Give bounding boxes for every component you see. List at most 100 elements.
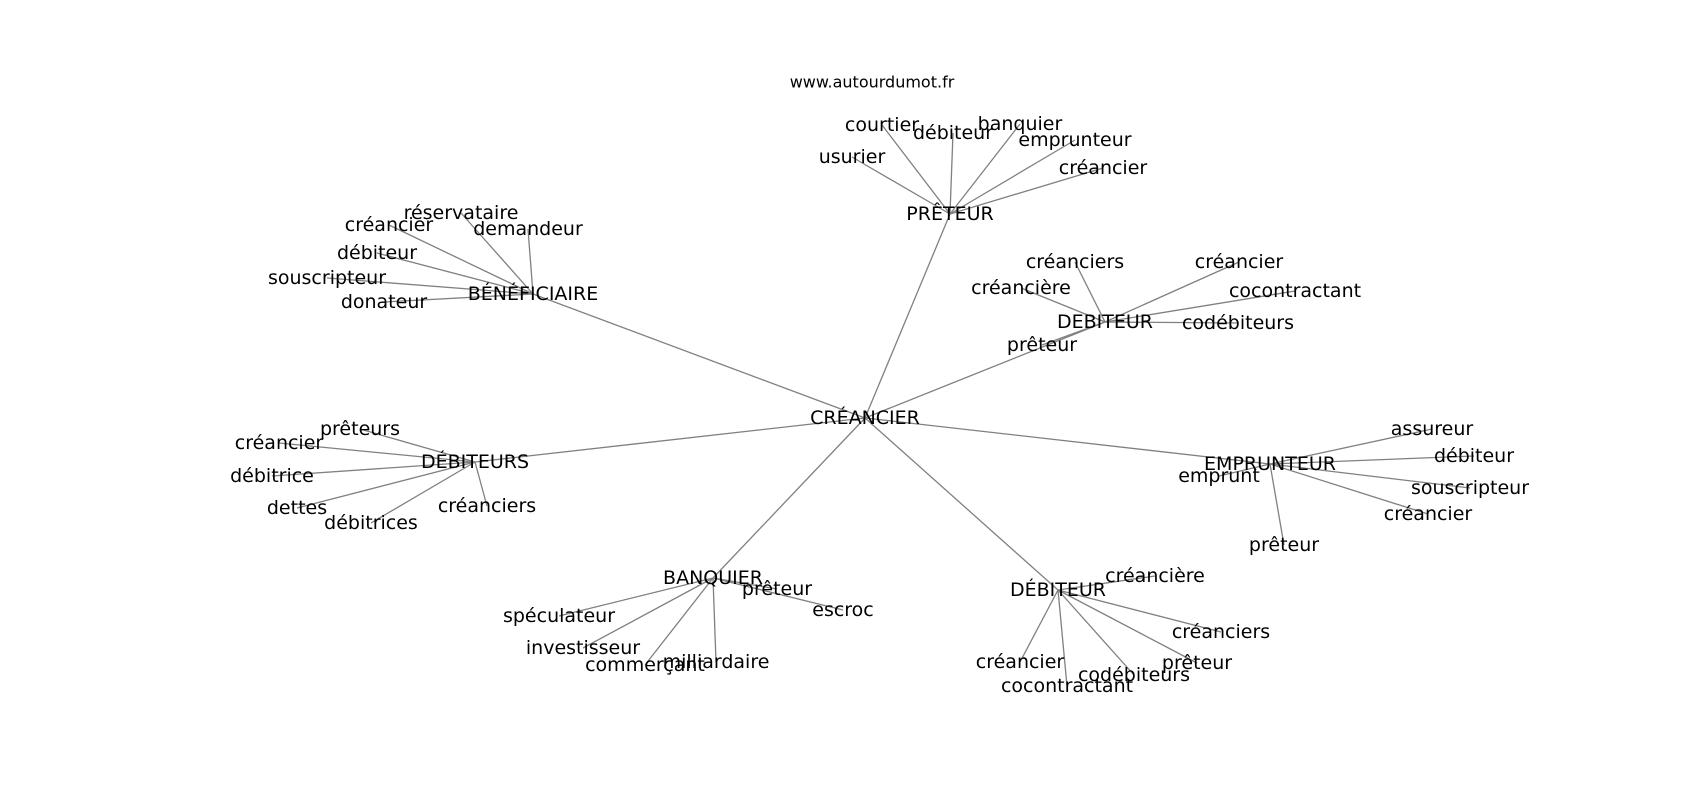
edge-beneficiaire-leaf-5: [383, 293, 534, 303]
edge-emprunteur-leaf-1: [1269, 455, 1475, 465]
edge-banquier-leaf-3: [582, 577, 714, 649]
edge-debiteur-b-leaf-1: [1057, 589, 1222, 633]
edge-beneficiaire-leaf-2: [527, 228, 534, 295]
leaf-word[interactable]: demandeur: [473, 218, 583, 240]
leaf-word[interactable]: créancière: [1105, 565, 1205, 587]
leaf-word[interactable]: prêteurs: [320, 418, 400, 440]
leaf-word[interactable]: créanciers: [438, 495, 536, 517]
leaf-word[interactable]: prêteur: [742, 578, 812, 600]
edge-center-banquier: [712, 417, 866, 579]
edge-center-beneficiaire: [532, 293, 866, 419]
hub-word-emprunteur[interactable]: EMPRUNTEUR: [1204, 453, 1336, 475]
edge-emprunteur-leaf-4: [1269, 463, 1429, 515]
leaf-word[interactable]: banquier: [978, 113, 1063, 135]
site-url[interactable]: www.autourdumot.fr: [790, 73, 955, 92]
edge-preteur-leaf-5: [949, 167, 1104, 215]
edge-debiteurs-leaf-5: [474, 461, 488, 507]
leaf-word[interactable]: créancier: [1384, 503, 1473, 525]
edge-center-preteur: [864, 213, 951, 419]
hub-word-banquier[interactable]: BANQUIER: [663, 567, 763, 589]
leaf-word[interactable]: milliardaire: [663, 651, 770, 673]
edge-banquier-leaf-4: [644, 577, 714, 666]
leaf-word[interactable]: cocontractant: [1001, 675, 1133, 697]
leaf-word[interactable]: créancier: [345, 214, 434, 236]
edge-debiteur-a-leaf-0: [1074, 261, 1106, 323]
leaf-word[interactable]: débitrices: [324, 512, 418, 534]
edge-debiteur-a-leaf-1: [1104, 261, 1240, 323]
edge-emprunteur-leaf-5: [1269, 463, 1285, 546]
leaf-word[interactable]: réservataire: [404, 202, 519, 224]
edge-debiteur-b-leaf-2: [1057, 589, 1198, 664]
leaf-word[interactable]: prêteur: [1007, 334, 1077, 356]
edge-debiteurs-leaf-0: [359, 428, 476, 463]
leaf-word[interactable]: créancier: [976, 651, 1065, 673]
leaf-word[interactable]: souscripteur: [268, 267, 386, 289]
edge-emprunteur-leaf-3: [1269, 463, 1471, 489]
center-word[interactable]: CRÉANCIER: [810, 406, 920, 429]
edge-debiteur-b-leaf-0: [1057, 575, 1156, 591]
leaf-word[interactable]: codébiteurs: [1182, 312, 1294, 334]
leaf-word[interactable]: cocontractant: [1229, 280, 1361, 302]
leaf-word[interactable]: débiteur: [337, 242, 417, 264]
edge-banquier-leaf-5: [712, 577, 717, 663]
edge-debiteurs-leaf-3: [296, 461, 476, 509]
leaf-word[interactable]: créancière: [971, 277, 1071, 299]
leaf-word[interactable]: emprunteur: [1018, 129, 1131, 151]
labels-layer: www.autourdumot.fr usuriercourtierdébite…: [230, 73, 1529, 698]
leaf-word[interactable]: souscripteur: [1411, 477, 1529, 499]
edge-beneficiaire-leaf-0: [460, 212, 534, 295]
hub-word-preteur[interactable]: PRÊTEUR: [906, 202, 993, 225]
edge-emprunteur-leaf-2: [1218, 463, 1271, 477]
leaf-word[interactable]: créanciers: [1026, 251, 1124, 273]
edge-preteur-leaf-2: [949, 132, 954, 215]
leaf-word[interactable]: prêteur: [1162, 652, 1232, 674]
edges-layer: [271, 123, 1475, 687]
edge-debiteur-a-leaf-5: [1041, 321, 1106, 346]
edge-center-emprunteur: [864, 417, 1271, 465]
edge-debiteur-a-leaf-4: [1104, 321, 1239, 324]
leaf-word[interactable]: débitrice: [230, 465, 314, 487]
leaf-word[interactable]: créancier: [1059, 157, 1148, 179]
edge-debiteur-b-leaf-3: [1019, 589, 1059, 663]
edge-debiteurs-leaf-4: [370, 461, 476, 524]
leaf-word[interactable]: escroc: [812, 599, 874, 621]
leaf-word[interactable]: spéculateur: [503, 605, 615, 627]
edge-beneficiaire-leaf-3: [376, 252, 534, 295]
hub-word-debiteur-b[interactable]: DÉBITEUR: [1010, 578, 1106, 601]
leaf-word[interactable]: créancier: [1195, 251, 1284, 273]
edge-debiteur-a-leaf-3: [1104, 290, 1296, 323]
leaf-word[interactable]: usurier: [819, 146, 886, 168]
hub-word-debiteur-a[interactable]: DEBITEUR: [1057, 311, 1153, 333]
edge-debiteur-b-leaf-4: [1057, 589, 1135, 676]
edge-center-debiteur-b: [864, 417, 1059, 591]
leaf-word[interactable]: créancier: [235, 432, 324, 454]
hub-word-debiteurs[interactable]: DÉBITEURS: [421, 450, 529, 473]
leaf-word[interactable]: courtier: [845, 114, 919, 136]
leaf-word[interactable]: emprunt: [1178, 465, 1260, 487]
leaf-word[interactable]: codébiteurs: [1078, 664, 1190, 686]
leaf-word[interactable]: commerçant: [585, 654, 705, 676]
edge-beneficiaire-leaf-1: [388, 224, 534, 295]
edge-center-debiteurs: [474, 417, 866, 463]
hub-word-beneficiaire[interactable]: BÉNÉFICIAIRE: [468, 282, 598, 305]
leaf-word[interactable]: assureur: [1391, 418, 1474, 440]
edge-banquier-leaf-2: [558, 577, 714, 617]
edge-emprunteur-leaf-0: [1269, 428, 1433, 465]
leaf-word[interactable]: débiteur: [913, 122, 993, 144]
leaf-word[interactable]: créanciers: [1172, 621, 1270, 643]
leaf-word[interactable]: prêteur: [1249, 534, 1319, 556]
edge-debiteurs-leaf-1: [278, 442, 476, 463]
edge-center-debiteur-a: [864, 321, 1106, 419]
edge-debiteur-b-leaf-5: [1057, 589, 1068, 687]
edge-banquier-leaf-0: [712, 577, 778, 590]
edge-banquier-leaf-1: [712, 577, 844, 611]
leaf-word[interactable]: donateur: [341, 291, 428, 313]
leaf-word[interactable]: débiteur: [1434, 445, 1514, 467]
edge-preteur-leaf-0: [851, 156, 951, 215]
edge-debiteurs-leaf-2: [271, 461, 476, 477]
leaf-word[interactable]: dettes: [267, 497, 327, 519]
edge-preteur-leaf-4: [949, 139, 1076, 215]
leaf-word[interactable]: investisseur: [526, 637, 640, 659]
